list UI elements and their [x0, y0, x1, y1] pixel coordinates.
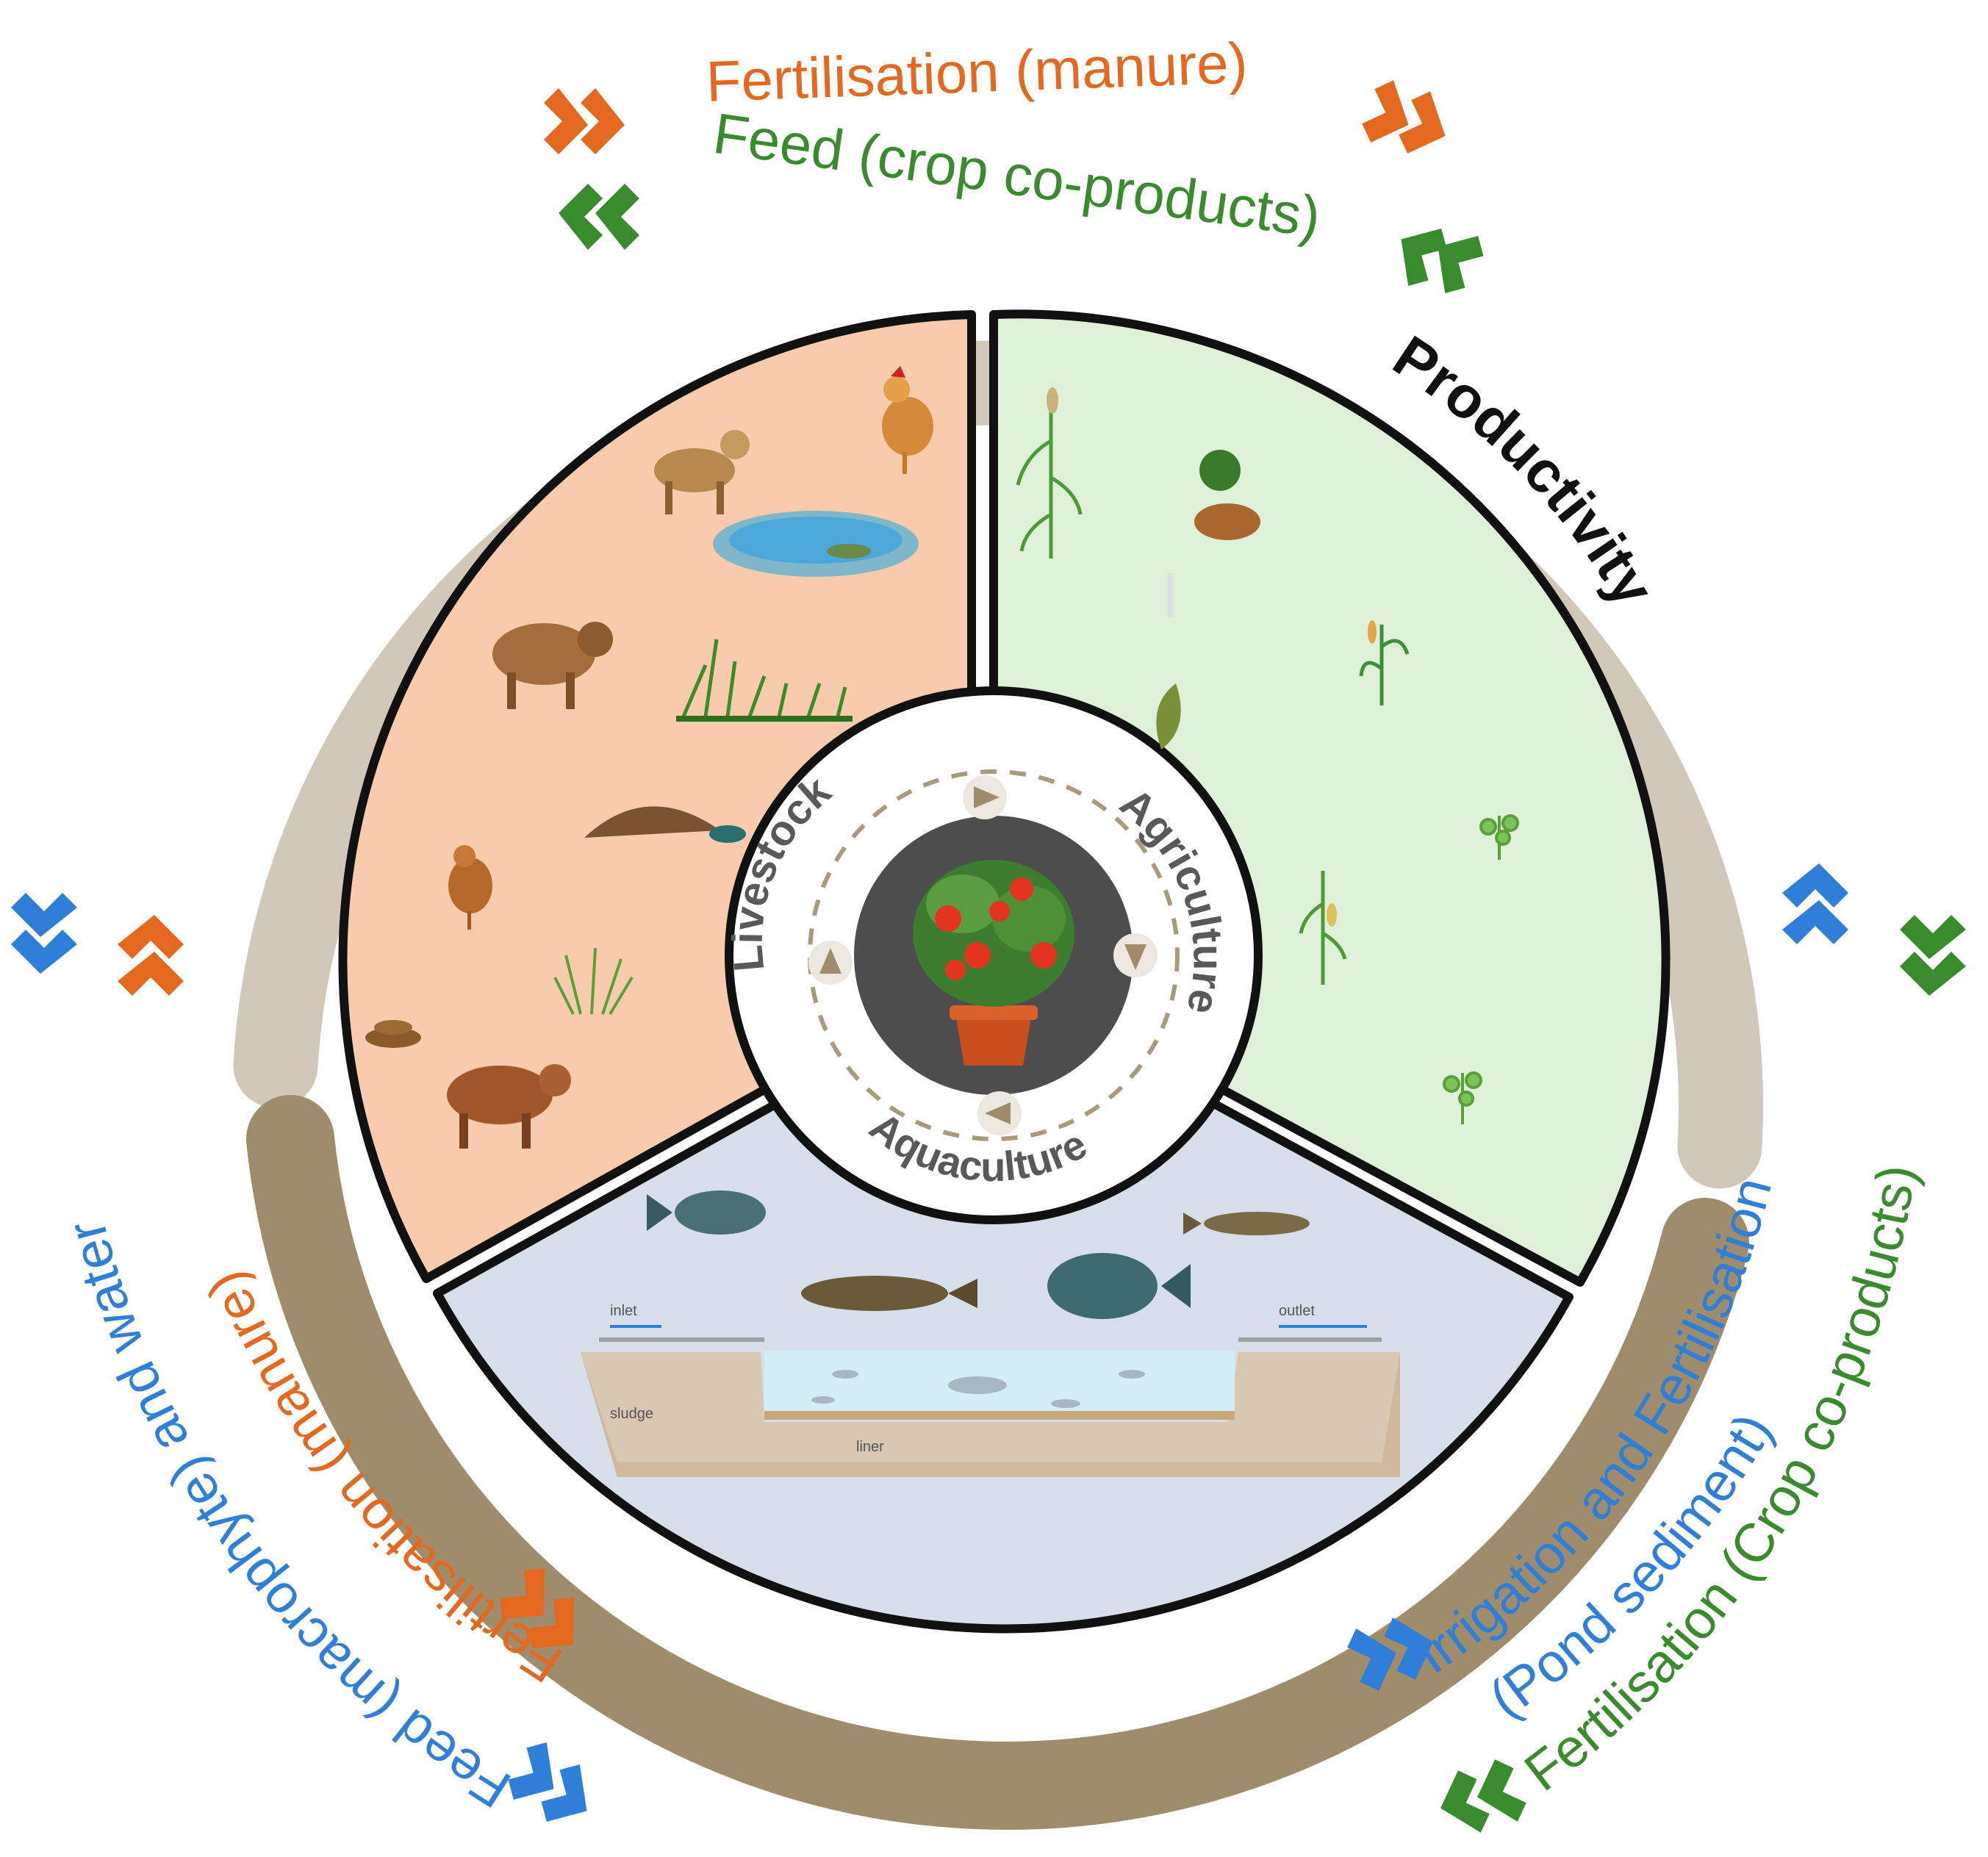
chevron-left-icon: [508, 1742, 587, 1822]
rice-plant-icon: [1359, 620, 1410, 705]
catfish-icon: [1183, 1212, 1310, 1235]
chevron-left-icon: [118, 915, 184, 996]
top-fertilisation-label: Fertilisation (manure): [705, 30, 1249, 114]
top-flow-labels: Fertilisation (manure) Feed (crop co-pro…: [544, 30, 1484, 293]
chevron-left-icon: [1440, 1759, 1526, 1833]
chevron-left-icon: [500, 1568, 575, 1649]
goat-icon: [654, 430, 750, 514]
hen-icon: [448, 845, 492, 930]
chevron-left-icon: [559, 184, 639, 250]
compost-icon: [584, 806, 746, 843]
grass-icon: [553, 947, 634, 1016]
outlet-label: outlet: [1279, 1303, 1315, 1319]
chevron-left-icon: [1900, 915, 1966, 996]
pond-fish-icon: [811, 1370, 1145, 1408]
efficiency-arc: [246, 1095, 1749, 1830]
dung-icon: [365, 1020, 421, 1048]
chevron-right-icon: [11, 893, 77, 974]
seedling-icon: [1443, 1071, 1482, 1124]
chevron-right-icon: [1362, 80, 1446, 154]
groundnut-plant-icon: [1194, 450, 1260, 540]
buffalo-icon: [492, 622, 613, 709]
top-feed-label: Feed (crop co-products): [710, 101, 1324, 250]
center-hub: Livestock Agriculture Aquaculture: [724, 686, 1263, 1224]
sludge-label: sludge: [610, 1406, 653, 1422]
grass-icon: [676, 639, 853, 722]
rooster-icon: [882, 366, 933, 474]
catfish-icon: [801, 1276, 977, 1311]
cow-icon: [447, 1064, 571, 1149]
agriculture-sector: [989, 309, 1671, 1287]
maize-plant-icon: [1299, 871, 1347, 985]
groundnut-plant-icon: [1156, 683, 1181, 750]
chevron-right-icon: [544, 88, 625, 154]
chevron-right-icon: [1782, 863, 1848, 944]
chevron-left-icon: [1401, 229, 1484, 293]
seedling-icon: [1479, 814, 1519, 860]
pond-icon: [713, 511, 919, 577]
cycle-arrow-icon: [808, 775, 1158, 1135]
maize-plant-icon: [1016, 387, 1083, 558]
seedling-icon: [1167, 573, 1173, 617]
inlet-label: inlet: [610, 1303, 637, 1319]
chevron-right-icon: [1347, 1617, 1433, 1691]
liner-label: liner: [856, 1439, 884, 1455]
tilapia-fish-icon: [647, 1190, 766, 1235]
pond-cross-section: inlet outlet sludge liner: [581, 1303, 1400, 1477]
efficiency-label: Efficiency: [858, 1637, 1129, 1702]
tomato-plant-icon: [913, 860, 1074, 1066]
tilapia-fish-icon: [1047, 1253, 1191, 1319]
